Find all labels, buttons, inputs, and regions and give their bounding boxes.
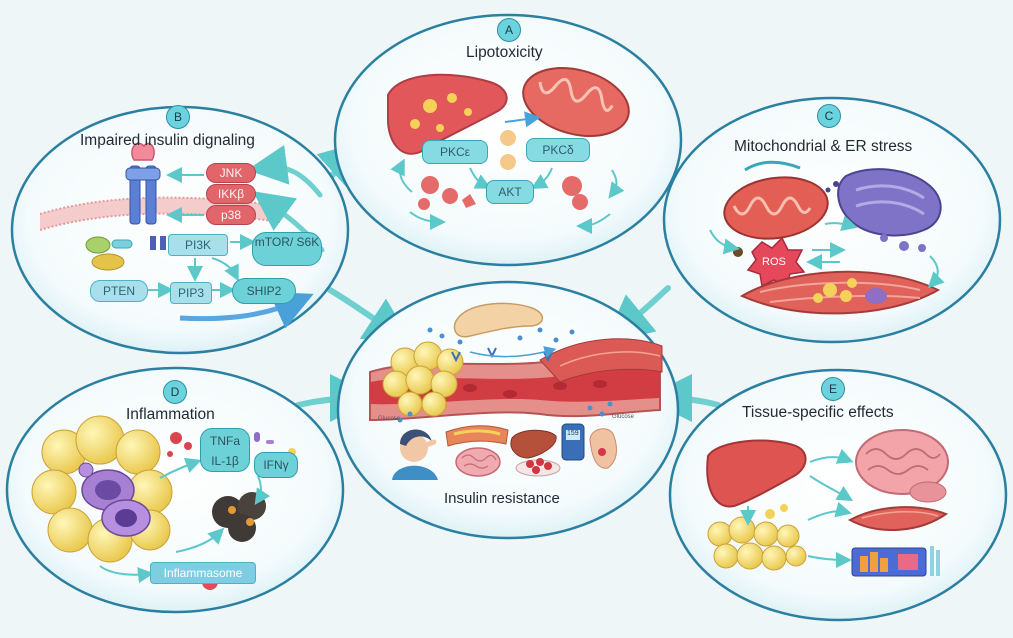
er-illustration-icon bbox=[825, 168, 942, 252]
label-p38: p38 bbox=[206, 205, 256, 225]
title-mito-er-stress: Mitochondrial & ER stress bbox=[734, 138, 913, 155]
badge-b: B bbox=[166, 105, 190, 129]
cytokine-bubble-tnfa-il1b: TNFa IL-1β bbox=[200, 428, 250, 472]
brain-icon-center bbox=[455, 447, 501, 477]
title-insulin-resistance: Insulin resistance bbox=[444, 490, 560, 507]
label-pkc-epsilon: PKCε bbox=[422, 140, 488, 164]
label-ifng: IFNγ bbox=[254, 452, 298, 478]
lipid-droplets-a bbox=[418, 130, 588, 210]
badge-c: C bbox=[817, 104, 841, 128]
label-ros: ROS bbox=[762, 256, 786, 268]
adipose-cluster-center bbox=[382, 341, 464, 417]
liver-illustration-a bbox=[387, 73, 508, 155]
label-pi3k: PI3K bbox=[168, 234, 228, 256]
liver-icon-center bbox=[510, 429, 557, 459]
insulin-receptor-icon bbox=[125, 142, 166, 250]
label-mtor-s6k: mTOR/ S6K bbox=[252, 232, 322, 266]
arrows-d bbox=[99, 457, 271, 584]
artery-icon bbox=[445, 425, 509, 447]
diabetic-foot-icon bbox=[589, 428, 617, 469]
badge-a: A bbox=[497, 18, 521, 42]
insulin-flow-arrow bbox=[469, 346, 557, 358]
adaptor-protein-b bbox=[85, 236, 133, 271]
arrows-a bbox=[390, 158, 625, 234]
title-inflammation: Inflammation bbox=[126, 406, 215, 423]
muscle-illustration-e bbox=[847, 506, 949, 531]
label-pkc-delta: PKCδ bbox=[526, 138, 590, 162]
mitochondrion-illustration-a bbox=[522, 67, 630, 137]
label-glucose-right: Glucose bbox=[612, 414, 635, 420]
adipose-tissue-d bbox=[31, 415, 173, 563]
label-pten: PTEN bbox=[90, 280, 148, 302]
title-lipotoxicity: Lipotoxicity bbox=[466, 44, 543, 61]
liver-illustration-e bbox=[706, 439, 807, 508]
title-tissue-effects: Tissue-specific effects bbox=[742, 404, 894, 421]
label-il1b: IL-1β bbox=[211, 454, 239, 468]
glucose-meter-reading: 159 bbox=[567, 430, 579, 437]
label-ikk: IKKβ bbox=[206, 184, 256, 204]
cells-dish-icon bbox=[515, 458, 561, 477]
ros-burst-icon bbox=[746, 236, 806, 288]
macrophage-cells-d bbox=[78, 462, 151, 537]
label-inflammasome: Inflammasome bbox=[150, 562, 256, 584]
label-glucose-left: Glucose bbox=[378, 416, 401, 422]
label-pip3: PIP3 bbox=[170, 282, 212, 304]
signal-flow-arrow-b bbox=[179, 292, 314, 329]
chart-panel-icon bbox=[851, 546, 940, 577]
label-tnfa: TNFa bbox=[210, 434, 240, 448]
brain-illustration-e bbox=[855, 429, 949, 503]
label-akt: AKT bbox=[486, 180, 534, 204]
arrow-a1 bbox=[504, 111, 541, 128]
label-ship2: SHIP2 bbox=[232, 278, 296, 304]
pancreas-illustration bbox=[453, 302, 543, 338]
dead-cells-d bbox=[212, 492, 266, 542]
arrows-b bbox=[148, 167, 256, 298]
badge-e: E bbox=[821, 377, 845, 401]
glucose-meter-icon bbox=[561, 423, 585, 461]
muscle-illustration-c bbox=[739, 270, 941, 315]
arrows-c bbox=[709, 215, 945, 289]
label-jnk: JNK bbox=[206, 163, 256, 183]
arrows-e bbox=[740, 448, 854, 568]
badge-d: D bbox=[163, 380, 187, 404]
person-headache-icon bbox=[392, 429, 438, 480]
title-insulin-signaling: Impaired insulin dignaling bbox=[80, 132, 255, 149]
particle-c bbox=[733, 247, 743, 257]
mitochondrion-illustration-c bbox=[723, 160, 829, 240]
adipose-illustration-e bbox=[707, 504, 807, 571]
muscle-fiber-center bbox=[539, 338, 663, 383]
